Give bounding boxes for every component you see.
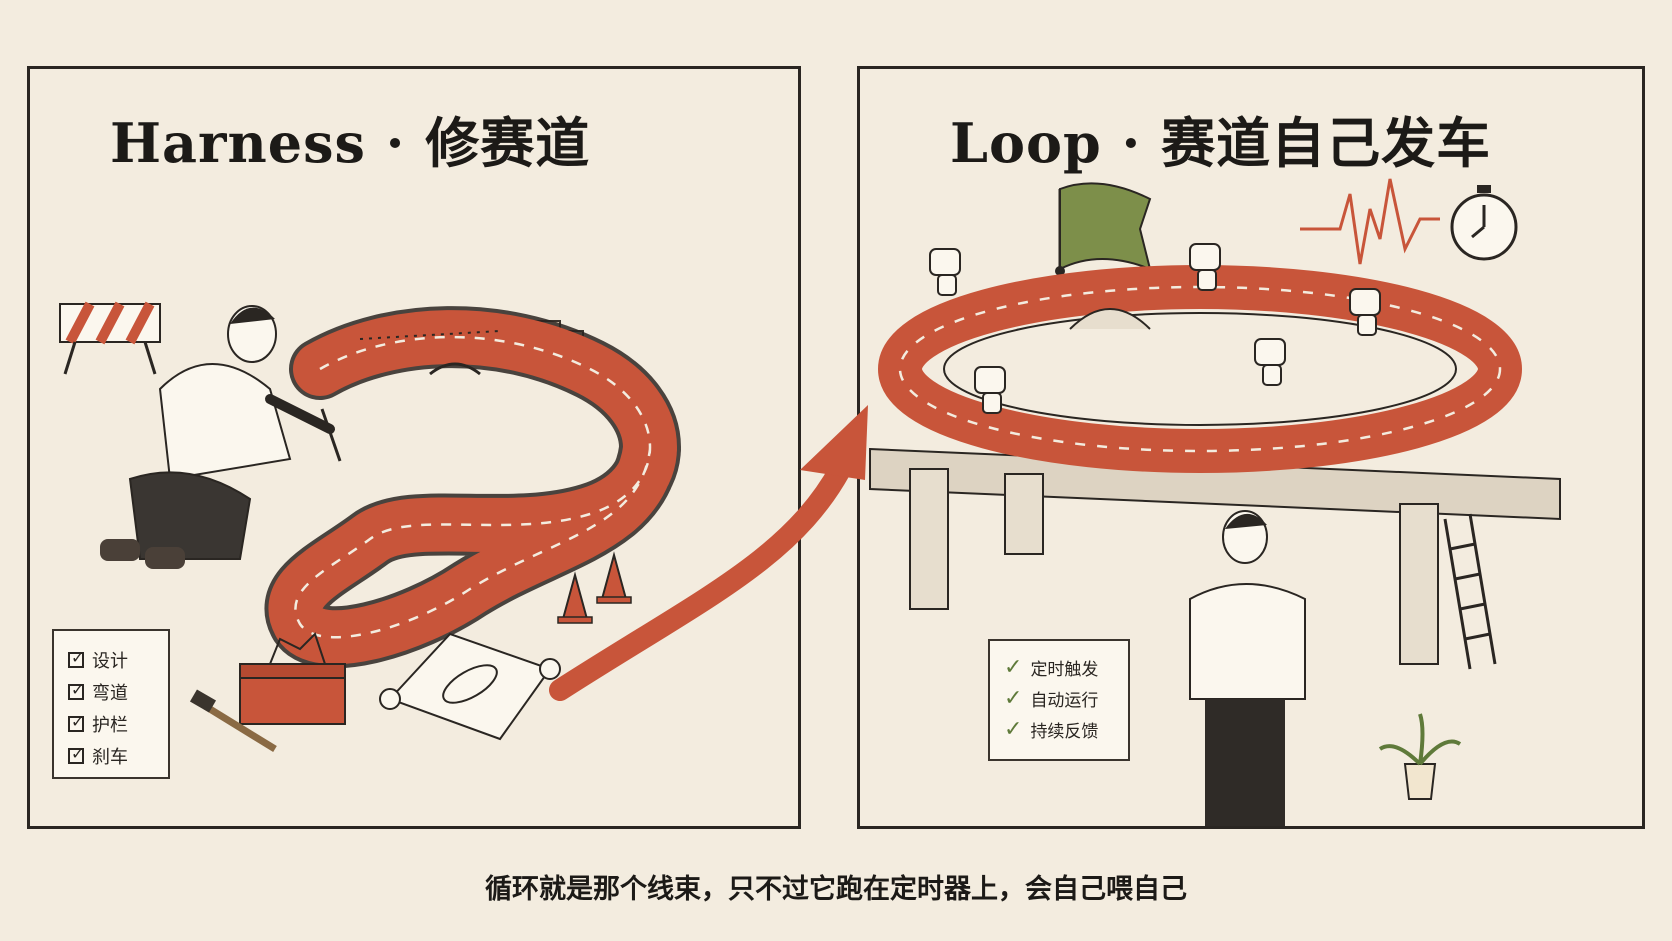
checkmark-icon: ✓ xyxy=(1004,655,1023,680)
checkbox-icon xyxy=(68,680,84,700)
checklist-item: 护栏 xyxy=(68,711,154,737)
elevated-platform xyxy=(869,447,1561,665)
robot-icon xyxy=(929,243,1381,414)
harness-illustration xyxy=(59,301,681,752)
checkmark-icon: ✓ xyxy=(1004,686,1023,711)
toolbox-icon xyxy=(239,632,346,725)
right-checklist-board: ✓ 定时触发 ✓ 自动运行 ✓ 持续反馈 xyxy=(988,639,1130,761)
checklist-label: 定时触发 xyxy=(1030,660,1099,680)
checklist-label: 持续反馈 xyxy=(1030,722,1099,742)
stopwatch-icon xyxy=(1450,185,1518,261)
checklist-label: 设计 xyxy=(92,651,128,672)
checkbox-icon xyxy=(68,712,84,732)
checklist-label: 刹车 xyxy=(92,747,128,768)
checklist-item: 刹车 xyxy=(68,743,154,769)
loop-title: Loop · 赛道自己发车 xyxy=(950,111,1492,175)
flag-icon xyxy=(1055,182,1152,276)
checkbox-icon xyxy=(68,744,84,764)
checklist-label: 弯道 xyxy=(92,683,128,704)
plant-icon xyxy=(1378,713,1462,800)
observer-person xyxy=(1189,510,1306,826)
hammer-icon xyxy=(189,689,277,752)
ladder-icon xyxy=(1443,513,1497,670)
checklist-item: 弯道 xyxy=(68,679,154,705)
checklist-label: 自动运行 xyxy=(1030,691,1099,711)
checkmark-icon: ✓ xyxy=(1004,717,1023,742)
heartbeat-icon xyxy=(1300,178,1440,265)
harness-panel: Harness · 修赛道 xyxy=(27,66,801,829)
loop-illustration xyxy=(869,178,1561,826)
harness-title: Harness · 修赛道 xyxy=(110,111,591,175)
left-checklist-board: 设计 弯道 护栏 刹车 xyxy=(52,629,170,779)
checklist-item: 设计 xyxy=(68,647,154,673)
checklist-item: ✓ 持续反馈 xyxy=(1004,717,1114,742)
checkbox-icon xyxy=(68,648,84,668)
barrier-icon xyxy=(59,301,161,375)
checklist-label: 护栏 xyxy=(92,715,128,736)
loop-panel: Loop · 赛道自己发车 xyxy=(857,66,1645,829)
caption: 循环就是那个线束，只不过它跑在定时器上，会自己喂自己 xyxy=(485,874,1187,905)
builder-person xyxy=(100,305,342,569)
checklist-item: ✓ 自动运行 xyxy=(1004,686,1114,711)
checklist-item: ✓ 定时触发 xyxy=(1004,655,1114,680)
race-track-under-construction xyxy=(264,306,681,669)
